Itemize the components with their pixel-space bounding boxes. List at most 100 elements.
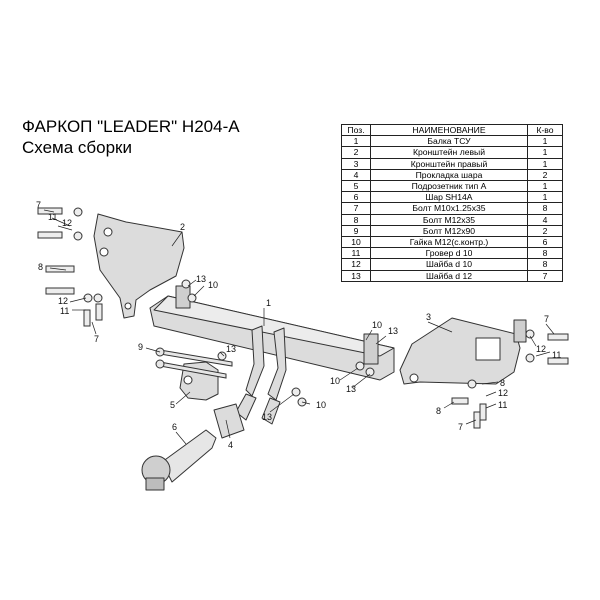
callout-7a: 7 (36, 200, 41, 210)
bracket-hole (99, 247, 109, 257)
bracket-hole (409, 373, 419, 383)
row-name: Шайба d 10 (370, 258, 528, 271)
row-qty: 1 (527, 157, 563, 170)
callout-5: 5 (170, 400, 175, 410)
callout-11a: 11 (48, 212, 57, 222)
row-pos: 11 (341, 247, 371, 260)
bolt-8-3 (451, 397, 469, 405)
row-qty: 1 (527, 135, 563, 148)
callout-8a: 8 (38, 262, 43, 272)
row-pos: 10 (341, 236, 371, 249)
washer (525, 329, 535, 339)
bolt-8-2 (45, 287, 75, 295)
callout-3: 3 (426, 312, 431, 322)
callout-10b: 10 (372, 320, 382, 330)
callout-12a: 12 (62, 218, 72, 228)
callout-13d: 13 (346, 384, 356, 394)
row-qty: 1 (527, 180, 563, 193)
nut (217, 351, 227, 361)
row-name: Болт М12х90 (370, 224, 528, 238)
bolt-7-4 (95, 303, 103, 321)
callout-12c: 12 (536, 344, 546, 354)
row-name: Прокладка шара (370, 168, 528, 182)
bracket-hole (103, 227, 113, 237)
callout-11d: 11 (498, 400, 507, 410)
callout-7d: 7 (458, 422, 463, 432)
washer (83, 293, 93, 303)
callout-7b: 7 (94, 334, 99, 344)
callout-13a: 13 (196, 274, 206, 284)
title-line-2: Схема сборки (22, 138, 132, 157)
row-qty: 8 (527, 258, 563, 271)
bracket-tab (513, 319, 527, 343)
header-name: НАИМЕНОВАНИЕ (370, 123, 528, 137)
callout-10d: 10 (316, 400, 326, 410)
washer (467, 379, 477, 389)
callout-11c: 11 (552, 350, 561, 360)
washer (525, 353, 535, 363)
row-qty: 8 (527, 247, 563, 260)
callout-10c: 10 (330, 376, 340, 386)
row-qty: 2 (527, 168, 563, 182)
row-qty: 7 (527, 269, 563, 282)
row-qty: 1 (527, 146, 563, 159)
row-pos: 2 (341, 146, 371, 159)
bolt-7-6 (547, 357, 569, 365)
title-line-1: ФАРКОП "LEADER" H204-A (22, 117, 240, 136)
row-qty: 2 (527, 224, 563, 238)
callout-12d: 12 (498, 388, 508, 398)
washer (73, 231, 83, 241)
row-pos: 9 (341, 224, 371, 238)
callout-6: 6 (172, 422, 177, 432)
bolt-7-7 (479, 403, 487, 421)
callout-9: 9 (138, 342, 143, 352)
washer (93, 293, 103, 303)
beam-end-plate-right (363, 333, 379, 365)
header-pos: Поз. (341, 123, 371, 137)
row-name: Кронштейн правый (370, 157, 528, 170)
nut (365, 367, 375, 377)
row-name: Шайба d 12 (370, 269, 528, 282)
callout-4: 4 (228, 440, 233, 450)
callout-1: 1 (266, 298, 271, 308)
callout-8b: 8 (500, 378, 505, 388)
bolt-7-5 (547, 333, 569, 341)
callout-13c: 13 (388, 326, 398, 336)
beam-top-face (153, 295, 395, 357)
right-bracket (399, 317, 521, 385)
row-qty: 8 (527, 202, 563, 215)
bolt-7-2 (37, 231, 63, 239)
callout-11b: 11 (60, 306, 69, 316)
ball-neck (145, 477, 165, 491)
bracket-hole (124, 302, 132, 310)
callout-13b: 13 (226, 344, 236, 354)
washer (73, 207, 83, 217)
bolt-7-3 (83, 309, 91, 327)
parts-table-header: Поз. НАИМЕНОВАНИЕ К-во (341, 123, 563, 137)
callout-7c: 7 (544, 314, 549, 324)
ball-pad (213, 403, 245, 439)
row-qty: 6 (527, 236, 563, 249)
nut (181, 279, 191, 289)
row-qty: 4 (527, 213, 563, 226)
row-qty: 1 (527, 191, 563, 204)
ball-arm (161, 429, 217, 483)
callout-13e: 13 (262, 412, 272, 422)
callout-10a: 10 (208, 280, 218, 290)
diagram-title: ФАРКОП "LEADER" H204-A Схема сборки (22, 116, 240, 158)
header-qty: К-во (527, 123, 563, 137)
